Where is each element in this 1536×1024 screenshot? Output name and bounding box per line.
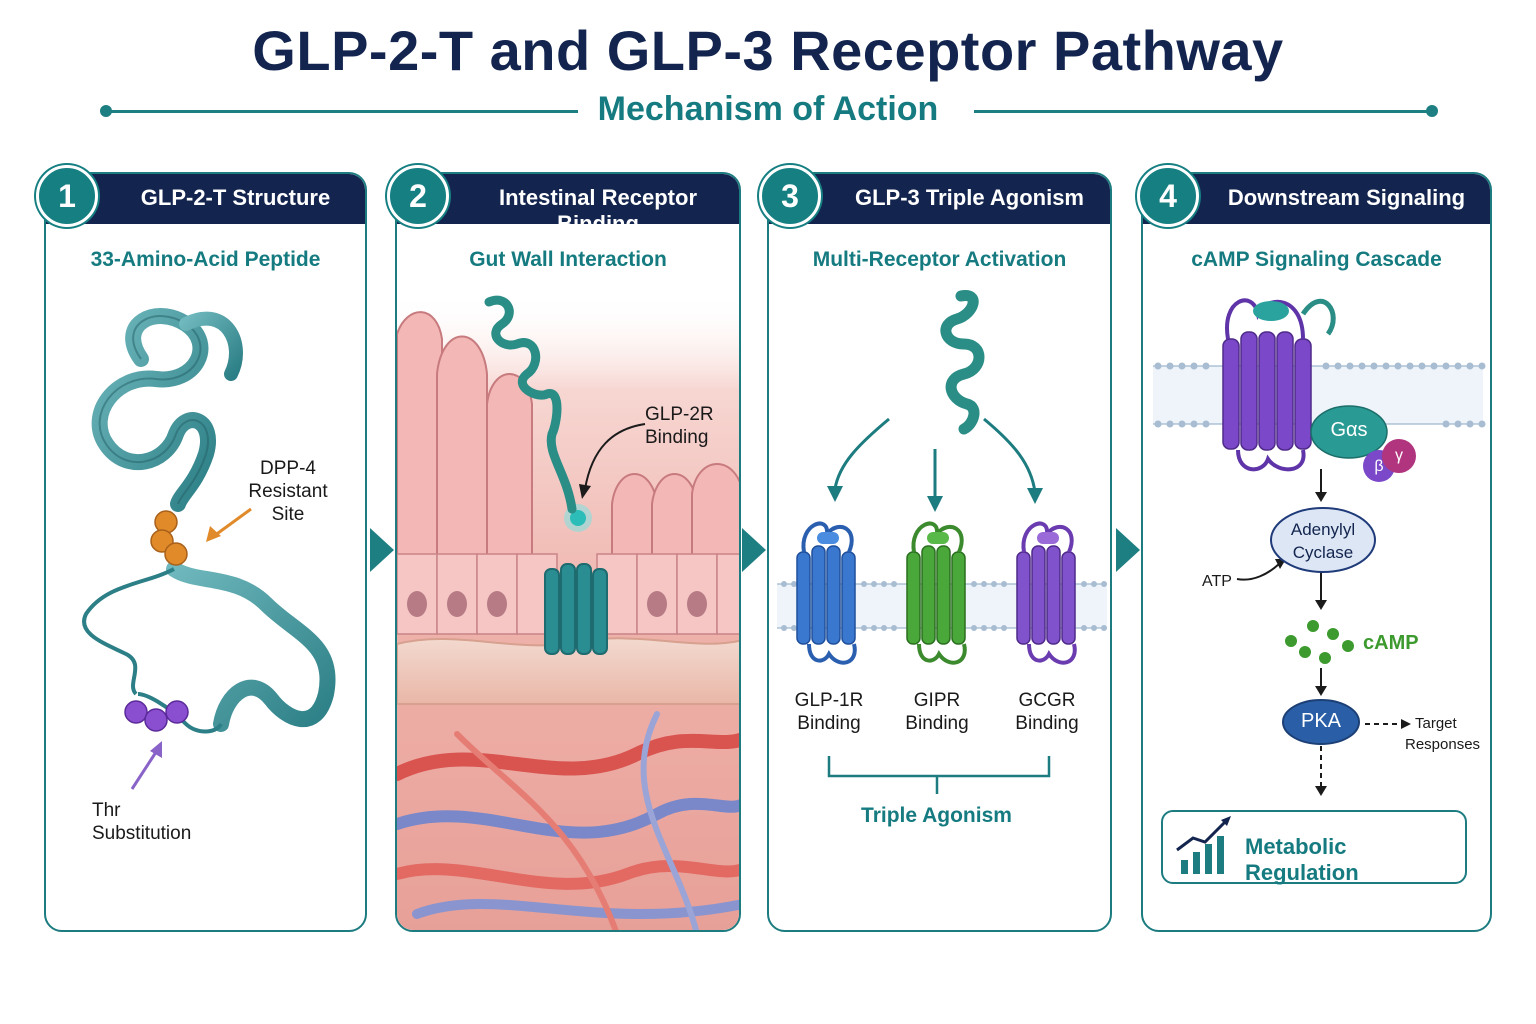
panel-title: Intestinal Receptor Binding (498, 185, 698, 236)
step-badge-2: 2 (387, 165, 449, 227)
panel-subtitle: cAMP Signaling Cascade (1191, 248, 1442, 271)
flow-arrow-1-2 (370, 528, 394, 572)
step-badge-4: 4 (1137, 165, 1199, 227)
rule-endpoint-right (1426, 105, 1438, 117)
panel-header: GLP-3 Triple Agonism (769, 174, 1110, 224)
flow-arrow-2-3 (742, 528, 766, 572)
peptide-ribbon-illustration (82, 308, 336, 790)
step-badge-3: 3 (759, 165, 821, 227)
gamma-subunit-label: γ (1395, 447, 1403, 464)
metabolic-regulation-box: Metabolic Regulation (1161, 810, 1467, 885)
panel-glp2t-structure: GLP-2-T Structure 33-Amino-Acid Peptide … (44, 172, 367, 932)
subtitle-row: Mechanism of Action (0, 86, 1536, 136)
panel-subtitle: 33-Amino-Acid Peptide (90, 248, 321, 271)
target-responses-label: Target Responses (1405, 715, 1481, 753)
panel-title: Downstream Signaling (1227, 185, 1466, 210)
page-subtitle: Mechanism of Action (597, 90, 939, 128)
panel-intestinal-binding: Intestinal Receptor Binding Gut Wall Int… (395, 172, 741, 932)
gas-subunit-label: Gαs (1330, 419, 1368, 441)
atp-label: ATP (1202, 573, 1232, 590)
thr-substitution-label: Thr Substitution (92, 800, 192, 844)
panel-downstream-signaling: Downstream Signaling cAMP Signaling Casc… (1141, 172, 1492, 932)
metabolic-regulation-label: Metabolic Regulation (1245, 834, 1359, 885)
triple-agonism-label: Triple Agonism (861, 804, 1012, 827)
panel-title: GLP-3 Triple Agonism (855, 185, 1084, 210)
gipr-binding-label: GIPR Binding (905, 690, 969, 734)
gut-wall-illustration (397, 294, 739, 930)
step-badge-1: 1 (36, 165, 98, 227)
adenylyl-cyclase-label: Adenylyl Cyclase (1290, 520, 1356, 562)
gcgr-binding-label: GCGR Binding (1015, 690, 1079, 734)
panel-triple-agonism: GLP-3 Triple Agonism Multi-Receptor Acti… (767, 172, 1112, 932)
bar-chart-trend-icon (1176, 816, 1231, 874)
glp1r-binding-label: GLP-1R Binding (794, 690, 864, 734)
panel-subtitle: Gut Wall Interaction (469, 248, 667, 271)
triple-agonism-illustration (777, 290, 1107, 794)
panel-title: GLP-2-T Structure (140, 185, 331, 210)
camp-cascade-illustration (1153, 298, 1486, 874)
panel-subtitle: Multi-Receptor Activation (812, 248, 1067, 271)
glp2r-binding-label: GLP-2R Binding (645, 404, 714, 448)
camp-label: cAMP (1363, 632, 1419, 654)
divider-left (106, 110, 578, 113)
panel-header: Downstream Signaling (1143, 174, 1490, 224)
page-title: GLP-2-T and GLP-3 Receptor Pathway (252, 19, 1284, 82)
dpp4-resistant-site-label: DPP-4 Resistant Site (248, 458, 328, 525)
pka-label: PKA (1300, 710, 1342, 732)
beta-subunit-label: β (1374, 458, 1384, 475)
divider-right (974, 110, 1432, 113)
flow-arrow-3-4 (1116, 528, 1140, 572)
panel-header: Intestinal Receptor Binding (397, 174, 739, 236)
panel-header: GLP-2-T Structure (46, 174, 365, 224)
